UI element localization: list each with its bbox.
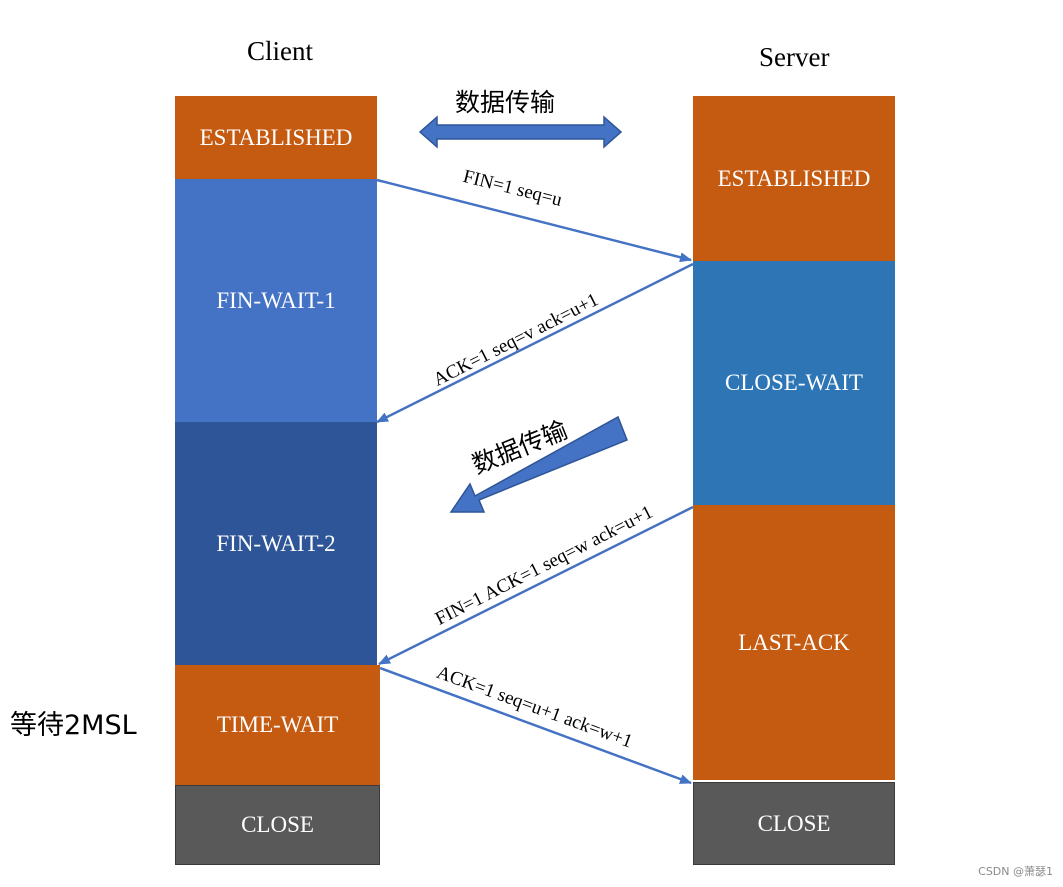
watermark: CSDN @萧瑟1 <box>978 865 1053 878</box>
ack-arrow-line <box>376 262 694 424</box>
client-title: Client <box>247 36 313 66</box>
server-state-last-ack: LAST-ACK <box>693 505 895 780</box>
data-transfer-label: 数据传输 <box>455 88 556 117</box>
client-state-fin-wait-2: FIN-WAIT-2 <box>175 422 377 665</box>
server-state-established: ESTABLISHED <box>693 96 895 261</box>
server-state-close-wait: CLOSE-WAIT <box>693 261 895 505</box>
final-ack-arrow-line <box>379 666 692 785</box>
data-transfer-double-arrow <box>418 115 623 149</box>
client-state-fin-wait-1: FIN-WAIT-1 <box>175 179 377 422</box>
server-title: Server <box>759 42 830 72</box>
fin-arrow-line <box>376 178 692 263</box>
server-state-close: CLOSE <box>693 782 895 865</box>
client-state-time-wait: TIME-WAIT <box>175 665 380 785</box>
client-state-close: CLOSE <box>175 785 380 865</box>
client-state-established: ESTABLISHED <box>175 96 377 179</box>
wait-2msl-label: 等待2MSL <box>10 710 137 741</box>
data-transfer-arrow <box>449 415 628 513</box>
fin-ack-arrow-line <box>378 505 694 666</box>
